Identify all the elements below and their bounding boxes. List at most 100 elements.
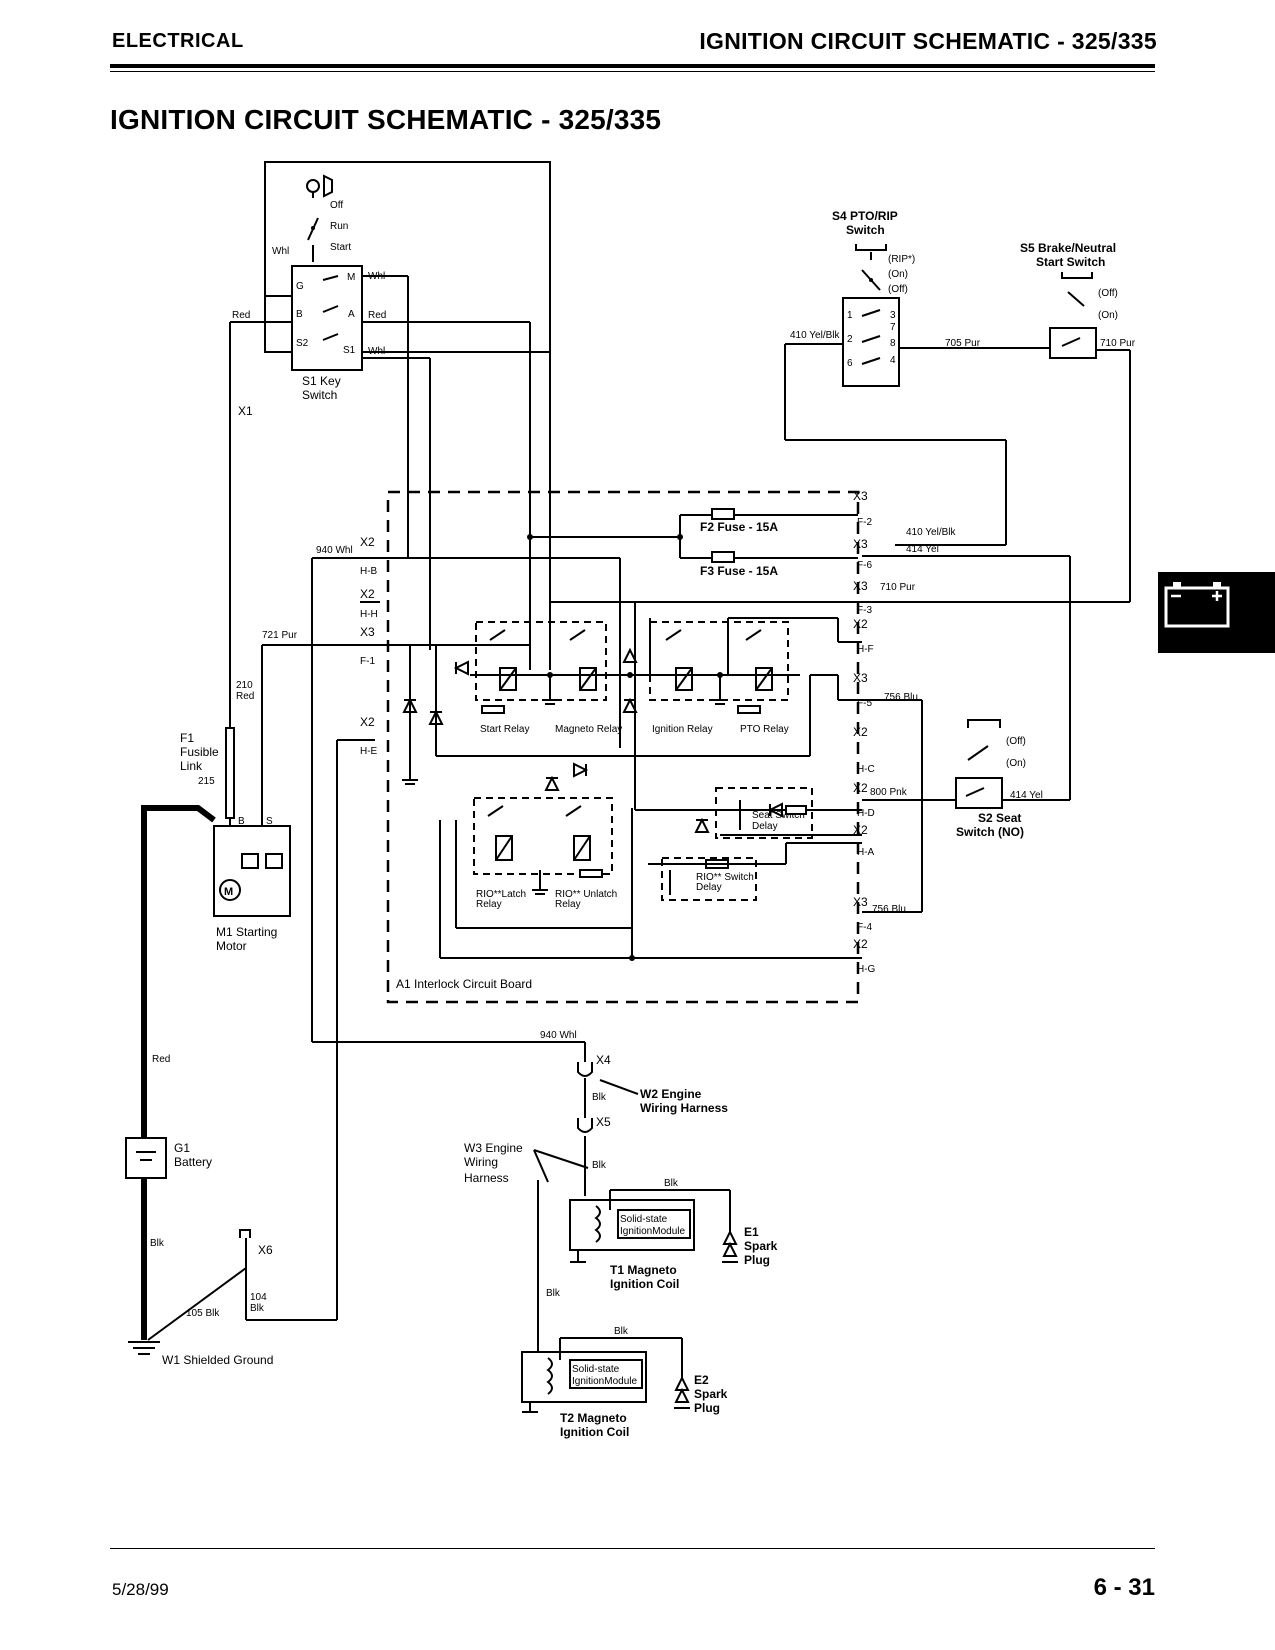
- s5-pos-on: (On): [1098, 310, 1118, 321]
- m1-label: M1 Starting: [216, 925, 277, 939]
- conn-x2-hh: X2: [360, 587, 375, 601]
- battery-icon: [1164, 582, 1230, 628]
- s4-pin-2: 2: [847, 334, 853, 345]
- rio-unlatch-label: RIO** Unlatch: [555, 889, 617, 900]
- e2-label-2: Spark: [694, 1387, 728, 1401]
- wire-red-a: Red: [368, 310, 386, 321]
- rio-delay-label-2: Delay: [696, 882, 722, 893]
- conn-x3-f1: X3: [360, 625, 375, 639]
- e2-spark-plug: E2 Spark Plug: [674, 1373, 728, 1415]
- page-title: IGNITION CIRCUIT SCHEMATIC - 325/335: [110, 104, 662, 135]
- conn-x6-label: X6: [258, 1243, 273, 1257]
- conn-x2-hb: X2: [360, 535, 375, 549]
- a1-right-connectors: X3 F-2 X3 F-6 X3 F-3 X2 H-F X3 F-5 X2 H-…: [853, 489, 876, 975]
- conn-x2-hg: X2: [853, 937, 868, 951]
- s5-brake-neutral-switch: S5 Brake/Neutral Start Switch (Off) (On): [1020, 241, 1118, 359]
- e1-label-2: Spark: [744, 1239, 778, 1253]
- w1-label: W1 Shielded Ground: [162, 1353, 273, 1367]
- t2-label: T2 Magneto: [560, 1411, 627, 1425]
- footer-rule: [110, 1548, 1155, 1549]
- fuse-f3: F3 Fuse - 15A: [680, 551, 858, 578]
- a1-left-connectors: X2 H-B X2 H-H X3 F-1 X2 H-E: [360, 535, 378, 757]
- rio-latch-label: RIO**Latch: [476, 889, 526, 900]
- s5-pos-off: (Off): [1098, 288, 1118, 299]
- wire-710-a1: 710 Pur: [880, 582, 916, 593]
- conn-f1: F-1: [360, 656, 375, 667]
- w2-label: W2 Engine: [640, 1087, 702, 1101]
- wire-whl-s1: Whl: [272, 246, 289, 257]
- s4-pin-4: 4: [890, 355, 896, 366]
- start-magneto-relay-box: [475, 621, 607, 701]
- conn-x2-hd: X2: [853, 781, 868, 795]
- wire-blk-t2: Blk: [614, 1326, 629, 1337]
- header-rule: [110, 64, 1155, 68]
- s1-terminal-b: B: [296, 309, 303, 320]
- wire-800: 800 Pnk: [870, 787, 908, 798]
- wire-104-color: Blk: [250, 1303, 265, 1314]
- a1-label: A1 Interlock Circuit Board: [396, 977, 532, 991]
- seat-switch-delay: [715, 787, 813, 839]
- wire-410-a1: 410 Yel/Blk: [906, 527, 956, 538]
- conn-hh: H-H: [360, 609, 378, 620]
- e1-label-3: Plug: [744, 1253, 770, 1267]
- pto-relay-label: PTO Relay: [740, 724, 789, 735]
- wire-940-x4: 940 Whl: [540, 1030, 577, 1041]
- fuse-f3-label: F3 Fuse - 15A: [700, 564, 778, 578]
- ground-symbols: [402, 675, 728, 785]
- f1-label-2: Fusible: [180, 745, 219, 759]
- wire-red-b: Red: [232, 310, 250, 321]
- s4-pos-rip: (RIP*): [888, 254, 915, 265]
- wire-756-f5: 756 Blu: [884, 692, 918, 703]
- m1-terminal-s: S: [266, 816, 273, 827]
- s4-pin-6: 6: [847, 358, 853, 369]
- wire-blk-w3: Blk: [546, 1288, 561, 1299]
- wire-210-color: Red: [236, 691, 254, 702]
- conn-hb: H-B: [360, 566, 378, 577]
- e2-label: E2: [694, 1373, 709, 1387]
- section-tab: [1158, 572, 1275, 653]
- conn-f6: F-6: [857, 560, 872, 571]
- s4-label-2: Switch: [846, 223, 885, 237]
- t1-module-label-2: IgnitionModule: [620, 1226, 685, 1237]
- conn-f3: F-3: [857, 605, 872, 616]
- t1-magneto-coil: Solid-state IgnitionModule T1 Magneto Ig…: [569, 1199, 695, 1291]
- w3-label: W3 Engine: [464, 1141, 523, 1155]
- conn-hd: H-D: [857, 808, 875, 819]
- w1-shielded-ground: W1 Shielded Ground: [128, 1341, 273, 1367]
- wire-whl-s1b: Whl: [368, 346, 385, 357]
- conn-he: H-E: [360, 746, 378, 757]
- ignition-relay-label: Ignition Relay: [652, 724, 713, 735]
- header-title: IGNITION CIRCUIT SCHEMATIC - 325/335: [699, 28, 1157, 54]
- t1-label: T1 Magneto: [610, 1263, 677, 1277]
- f1-number: 215: [198, 776, 215, 787]
- connector-x1: X1: [238, 404, 253, 418]
- conn-x3-f6: X3: [853, 537, 868, 551]
- wire-756-f4: 756 Blu: [872, 904, 906, 915]
- t2-module-label-2: IgnitionModule: [572, 1376, 637, 1387]
- g1-label: G1: [174, 1141, 190, 1155]
- rio-latch-label-2: Relay: [476, 899, 502, 910]
- conn-hf: H-F: [857, 644, 874, 655]
- m1-terminal-b: B: [238, 816, 245, 827]
- rio-delay-label: RIO** Switch: [696, 872, 754, 883]
- wire-414-s2: 414 Yel: [1010, 790, 1043, 801]
- s4-pin-8: 8: [890, 338, 896, 349]
- s1-terminal-a: A: [348, 309, 355, 320]
- s1-terminal-s2: S2: [296, 338, 309, 349]
- conn-f2: F-2: [857, 517, 872, 528]
- t1-module-label: Solid-state: [620, 1214, 668, 1225]
- footer-page-number: 6 - 31: [1093, 1574, 1155, 1601]
- s2-label-2: Switch (NO): [956, 825, 1024, 839]
- e2-label-3: Plug: [694, 1401, 720, 1415]
- m1-label-2: Motor: [216, 939, 247, 953]
- t2-magneto-coil: Solid-state IgnitionModule T2 Magneto Ig…: [521, 1351, 647, 1439]
- wire-blk-t1: Blk: [664, 1178, 679, 1189]
- wire-105: 105 Blk: [186, 1308, 220, 1319]
- s1-label: S1 Key: [302, 374, 341, 388]
- s2-label: S2 Seat: [978, 811, 1021, 825]
- w3-label-3: Harness: [464, 1171, 509, 1185]
- s4-pin-7: 7: [890, 322, 896, 333]
- conn-x3-f3: X3: [853, 579, 868, 593]
- rio-switch-delay: [661, 857, 757, 901]
- f1-label: F1: [180, 731, 194, 745]
